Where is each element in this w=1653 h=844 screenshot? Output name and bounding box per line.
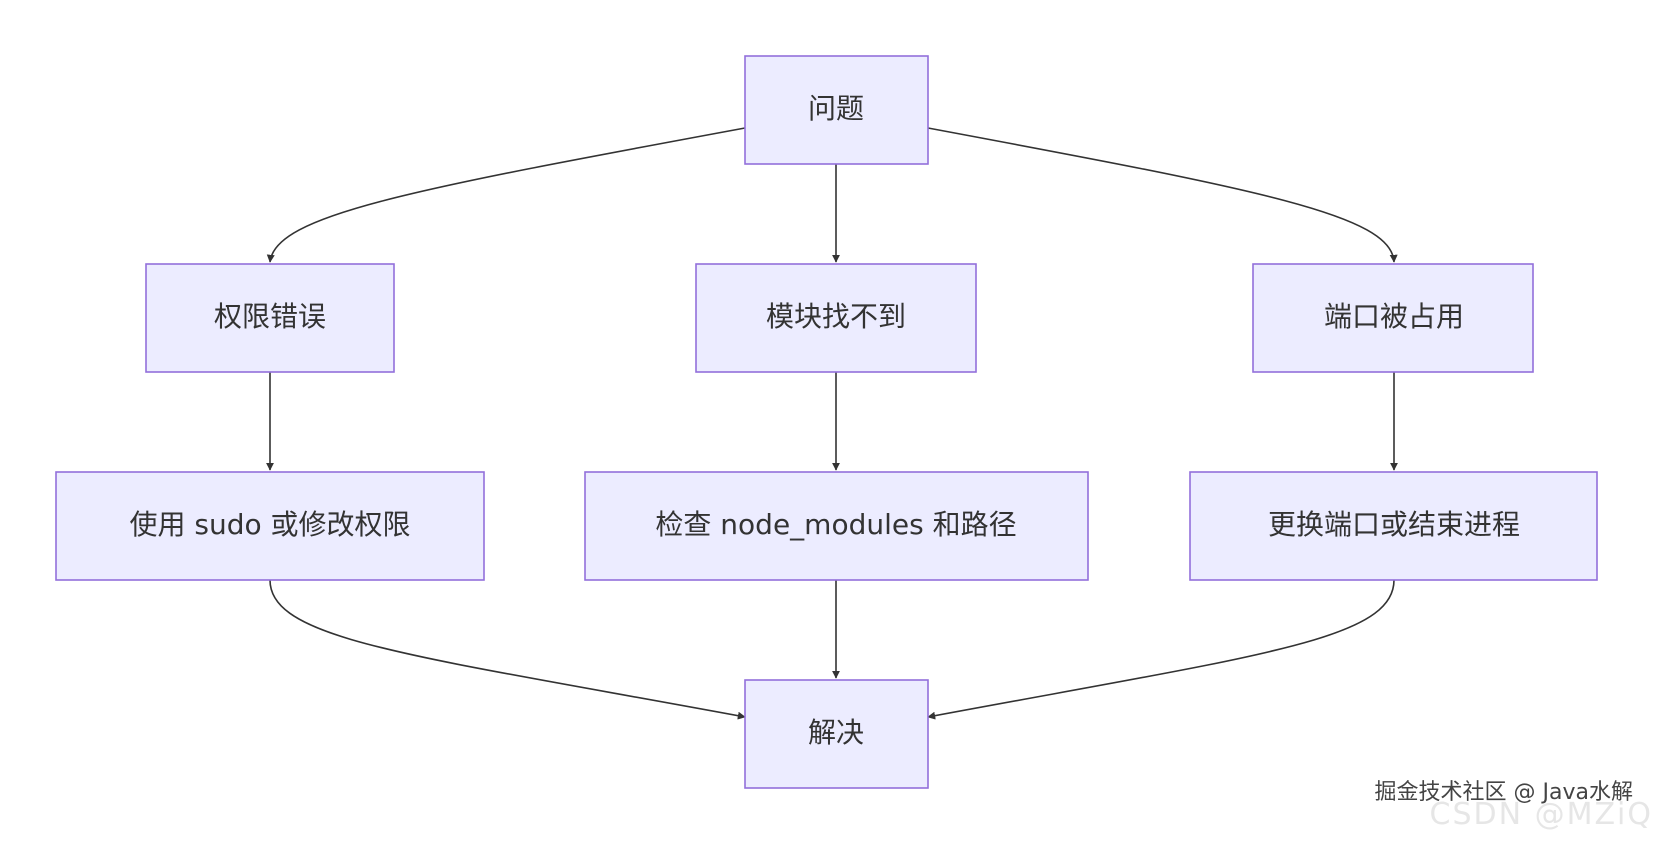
- watermark: 掘金技术社区 @ Java水解: [1374, 780, 1633, 805]
- node-problem: 问题: [744, 55, 929, 165]
- node-fix-port: 更换端口或结束进程: [1189, 471, 1598, 581]
- node-permission-error-label: 权限错误: [214, 300, 326, 333]
- node-fix-module-label: 检查 node_modules 和路径: [655, 508, 1016, 541]
- node-permission-error: 权限错误: [145, 263, 395, 373]
- node-solved: 解决: [744, 679, 929, 789]
- watermark-faint: CSDN @MZiQ: [1429, 797, 1653, 832]
- node-port-in-use: 端口被占用: [1252, 263, 1534, 373]
- node-solved-label: 解决: [808, 716, 864, 749]
- node-fix-module: 检查 node_modules 和路径: [584, 471, 1089, 581]
- edge-fix-permission-to-solved: [269, 579, 746, 720]
- edge-fix-port-to-solved: [927, 579, 1395, 720]
- edges: [266, 127, 1398, 720]
- node-port-in-use-label: 端口被占用: [1324, 300, 1464, 333]
- node-module-not-found: 模块找不到: [695, 263, 977, 373]
- node-problem-label: 问题: [808, 92, 864, 125]
- node-fix-port-label: 更换端口或结束进程: [1268, 508, 1520, 541]
- node-fix-permission: 使用 sudo 或修改权限: [55, 471, 485, 581]
- node-fix-permission-label: 使用 sudo 或修改权限: [129, 508, 410, 541]
- edge-problem-to-permission-error: [266, 127, 746, 263]
- node-module-not-found-label: 模块找不到: [766, 300, 906, 333]
- edge-problem-to-port-in-use: [927, 127, 1398, 263]
